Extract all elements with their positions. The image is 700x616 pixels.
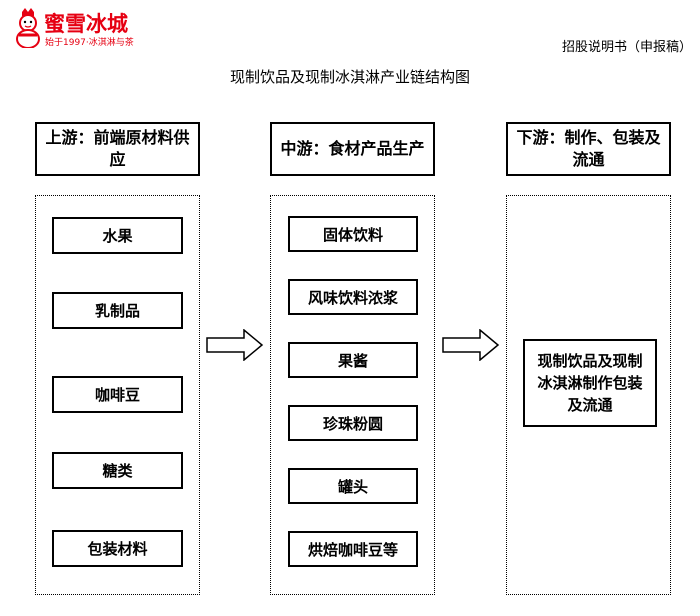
downstream-panel (506, 195, 671, 595)
stage-downstream-header: 下游：制作、包装及流通 (506, 122, 671, 176)
brand-slogan: 始于1997·冰淇淋与茶 (45, 38, 134, 48)
midstream-item-canned-goods: 罐头 (288, 468, 418, 504)
downstream-result: 现制饮品及现制冰淇淋制作包装及流通 (523, 339, 657, 427)
brand-name: 蜜雪冰城 (44, 12, 128, 36)
upstream-item-dairy: 乳制品 (52, 292, 183, 329)
figure-title: 现制饮品及现制冰淇淋产业链结构图 (229, 68, 470, 86)
midstream-item-tapioca-pearls: 珍珠粉圆 (288, 405, 418, 441)
stage-upstream-header: 上游：前端原材料供应 (35, 122, 200, 176)
brand-logo: 蜜雪冰城 始于1997·冰淇淋与茶 (14, 8, 134, 50)
midstream-item-flavored-syrup: 风味饮料浓浆 (288, 279, 418, 315)
stage-midstream-header: 中游：食材产品生产 (270, 122, 435, 176)
upstream-item-sugar: 糖类 (52, 452, 183, 489)
snowman-mascot-icon (16, 8, 40, 48)
right-arrow-icon (206, 329, 264, 361)
document-title: 招股说明书（申报稿） (561, 40, 692, 55)
upstream-item-fruit: 水果 (52, 217, 183, 254)
midstream-item-solid-beverage: 固体饮料 (288, 216, 418, 252)
upstream-panel (35, 195, 200, 595)
right-arrow-icon (442, 329, 500, 361)
midstream-item-jam: 果酱 (288, 342, 418, 378)
upstream-item-coffee-beans: 咖啡豆 (52, 376, 183, 413)
upstream-item-packaging: 包装材料 (52, 530, 183, 567)
midstream-panel (270, 195, 435, 595)
midstream-item-roasted-coffee: 烘焙咖啡豆等 (288, 531, 418, 567)
